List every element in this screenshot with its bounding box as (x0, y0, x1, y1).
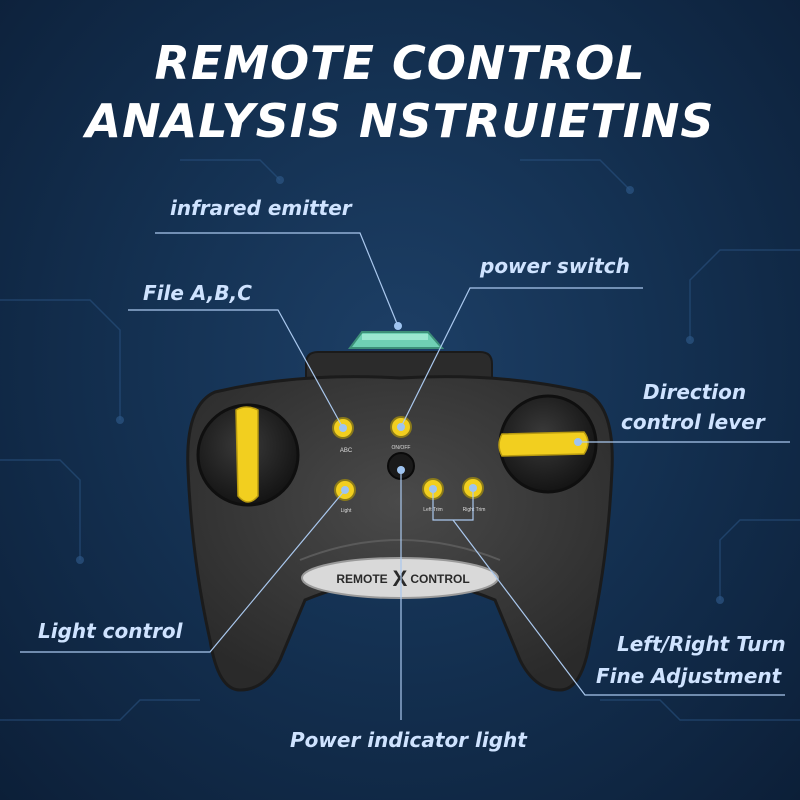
label-infrared-emitter: infrared emitter (170, 196, 352, 220)
label-file-abc: File A,B,C (143, 281, 252, 305)
label-turn-adjust-line-2: Fine Adjustment (596, 664, 782, 688)
controller-center-panel (299, 539, 501, 561)
callout-line-trim-leader (452, 519, 785, 696)
brand-right-text: CONTROL (410, 572, 469, 586)
callout-dot-light (341, 486, 349, 494)
brand-left-text: REMOTE (336, 572, 387, 586)
right-trim-print: Right Trim (463, 507, 486, 513)
callout-dot-power-indicator (397, 466, 405, 474)
callout-dot-direction (574, 438, 582, 446)
callout-dot-power-switch (397, 423, 405, 431)
infrared-emitter (348, 331, 445, 349)
label-power-switch: power switch (480, 254, 630, 278)
label-direction-line-1: Direction (643, 380, 747, 404)
callout-dot-left-trim (429, 485, 437, 493)
callout-line-light (20, 489, 346, 653)
left-throttle-stick[interactable] (196, 403, 300, 507)
label-light-control: Light control (38, 619, 183, 643)
light-print: Light (341, 508, 352, 514)
label-power-indicator: Power indicator light (290, 728, 527, 752)
callout-dot-infrared (394, 322, 402, 330)
label-direction-line-2: control lever (621, 410, 765, 434)
callout-dot-right-trim (469, 484, 477, 492)
callout-line-power-switch (400, 287, 643, 428)
title-line-1: REMOTE CONTROL (154, 36, 646, 90)
callout-line-infrared (155, 232, 399, 327)
title-line-2: ANALYSIS NSTRUIETINS (85, 94, 715, 148)
abc-print: ABC (340, 448, 353, 454)
brand-x-mark: X (393, 566, 408, 591)
direction-control-lever[interactable] (498, 394, 598, 494)
label-turn-adjust-line-1: Left/Right Turn (617, 632, 786, 656)
callout-dot-file-abc (339, 424, 347, 432)
onoff-print: ON/OFF (392, 445, 411, 451)
brand-emblem: REMOTE X CONTROL (301, 557, 499, 599)
callout-line-file-abc (128, 309, 344, 429)
